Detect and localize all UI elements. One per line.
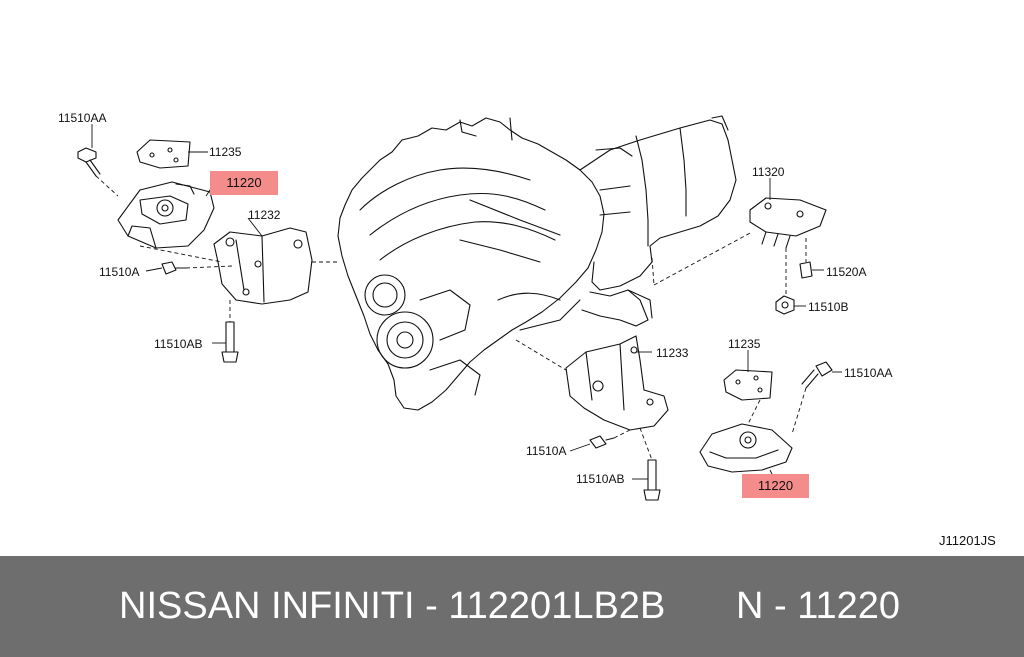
right-bolt-11510AB — [643, 459, 661, 501]
label-11232: 11232 — [248, 208, 281, 222]
label-11510AA-top-left: 11510AA — [58, 111, 107, 125]
right-bolt-11510A — [589, 435, 615, 449]
label-11520A: 11520A — [826, 265, 867, 279]
part-number-footer: NISSAN INFINITI - 112201LB2B N - 11220 — [0, 556, 1024, 657]
left-mount-11220 — [117, 181, 215, 249]
rear-mount-11320 — [749, 197, 827, 249]
left-bolt-11510A — [161, 261, 187, 275]
left-plate-11235 — [136, 139, 191, 169]
label-11510AB-right: 11510AB — [576, 472, 625, 486]
label-11510A-left: 11510A — [99, 265, 140, 279]
footer-brand-part-number: NISSAN INFINITI - 112201LB2B — [119, 585, 666, 627]
footer-part-ref: N - 11220 — [736, 585, 901, 627]
right-bolt-11510AA — [801, 361, 833, 389]
label-11510B: 11510B — [808, 300, 849, 314]
label-11220-right-highlight[interactable]: 11220 — [742, 474, 809, 498]
label-11235-left: 11235 — [209, 145, 242, 159]
label-11510A-right: 11510A — [526, 444, 567, 458]
engine-mount-diagram — [77, 115, 842, 501]
left-bolt-11510AA — [77, 147, 101, 177]
alignment-lines — [95, 175, 807, 461]
rear-nut-11520A — [799, 261, 813, 279]
label-11220-left-highlight[interactable]: 11220 — [210, 171, 278, 195]
left-bolt-11510AB — [221, 321, 239, 363]
right-mount-11220 — [699, 423, 793, 473]
right-bracket-11233 — [565, 335, 669, 431]
transmission — [579, 115, 737, 327]
label-11510AA-right: 11510AA — [844, 366, 893, 380]
engine-block — [337, 117, 605, 411]
right-plate-11235 — [723, 369, 773, 401]
label-11320: 11320 — [752, 165, 785, 179]
diagram-code: J11201JS — [939, 533, 996, 548]
label-11233: 11233 — [656, 346, 689, 360]
label-11235-right: 11235 — [728, 337, 761, 351]
label-11510AB-left: 11510AB — [154, 337, 203, 351]
rear-nut-11510B — [775, 295, 795, 315]
